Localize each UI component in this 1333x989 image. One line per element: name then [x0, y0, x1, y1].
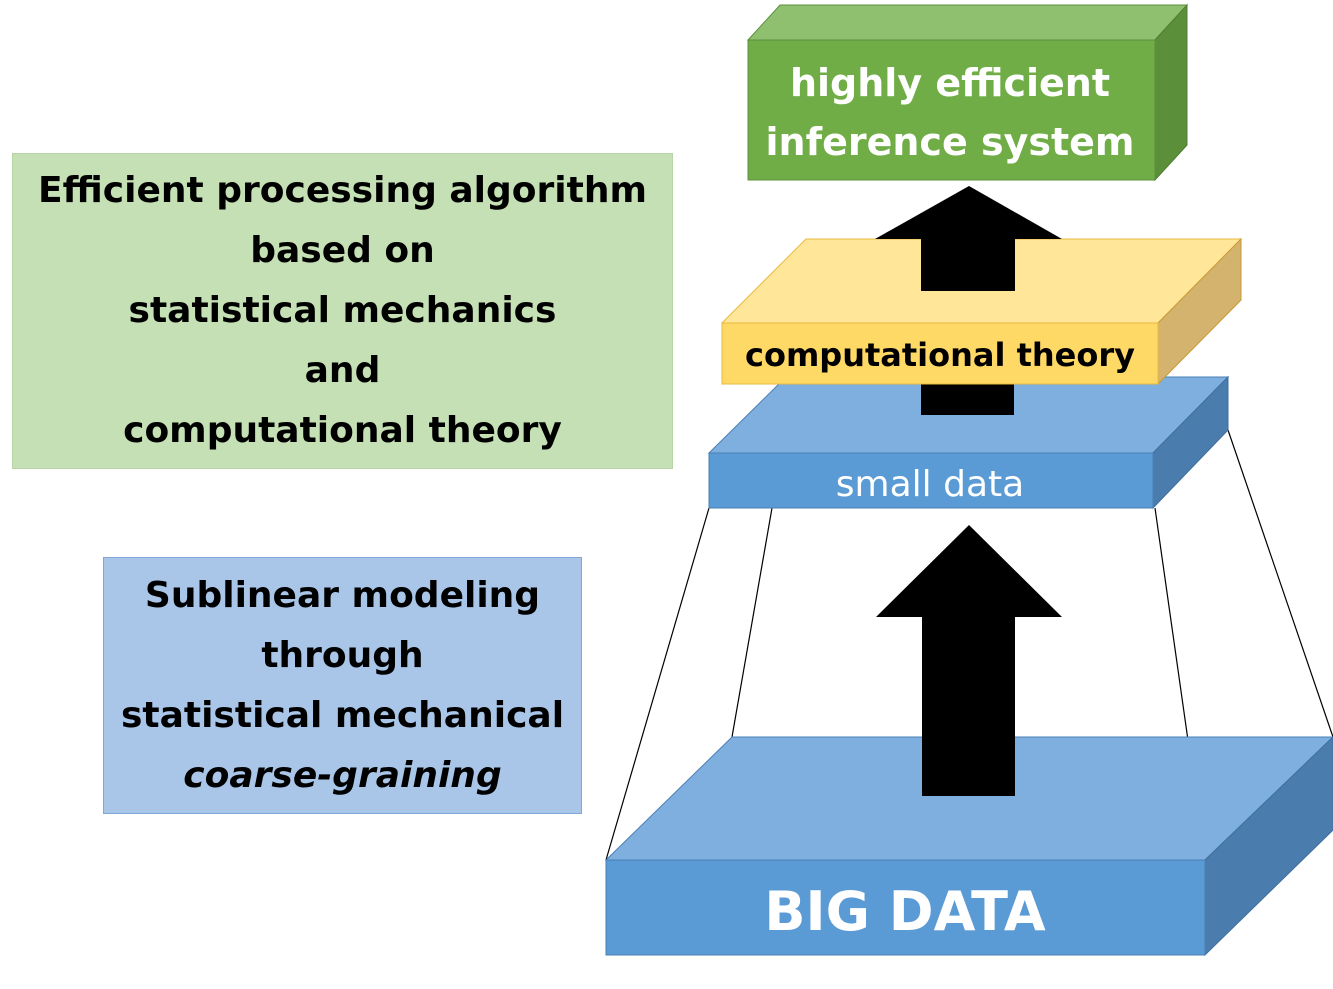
processing-algorithm-box: Efficient processing algorithm based on … — [12, 153, 673, 469]
small-data-label: small data — [836, 464, 1024, 505]
modeling-line-2: through — [261, 634, 424, 676]
inference-label-line-2: inference system — [765, 120, 1134, 164]
processing-line-1: Efficient processing algorithm — [38, 170, 647, 211]
arrow-up-icon — [875, 186, 1062, 291]
big-data-label: BIG DATA — [764, 880, 1045, 943]
inference-label-line-1: highly efficient — [790, 61, 1110, 105]
modeling-line-3: statistical mechanical — [120, 694, 565, 736]
inference-system-block: highly efficient inference system — [746, 3, 1189, 182]
projection-line-left-inner — [731, 507, 773, 738]
inference-front-face — [747, 39, 1156, 181]
processing-line-3: statistical mechanics — [128, 290, 557, 331]
projection-line-left-outer — [605, 507, 710, 861]
small-data-front-face — [708, 452, 1154, 509]
theory-front-face — [721, 322, 1159, 385]
arrow-up-icon — [876, 525, 1062, 796]
processing-line-5: computational theory — [123, 410, 562, 451]
sublinear-modeling-box: Sublinear modeling through statistical m… — [103, 557, 582, 814]
modeling-line-1: Sublinear modeling — [144, 574, 541, 616]
computational-theory-slab: computational theory — [720, 237, 1243, 386]
processing-line-2: based on — [250, 230, 435, 271]
inference-top-face — [746, 4, 1189, 41]
projection-line-right-outer — [1227, 429, 1333, 738]
processing-line-4: and — [304, 350, 381, 391]
modeling-line-4: coarse-graining — [183, 754, 502, 796]
theory-label: computational theory — [745, 336, 1135, 374]
big-data-front-face — [605, 859, 1206, 956]
big-data-slab: BIG DATA — [604, 736, 1333, 957]
